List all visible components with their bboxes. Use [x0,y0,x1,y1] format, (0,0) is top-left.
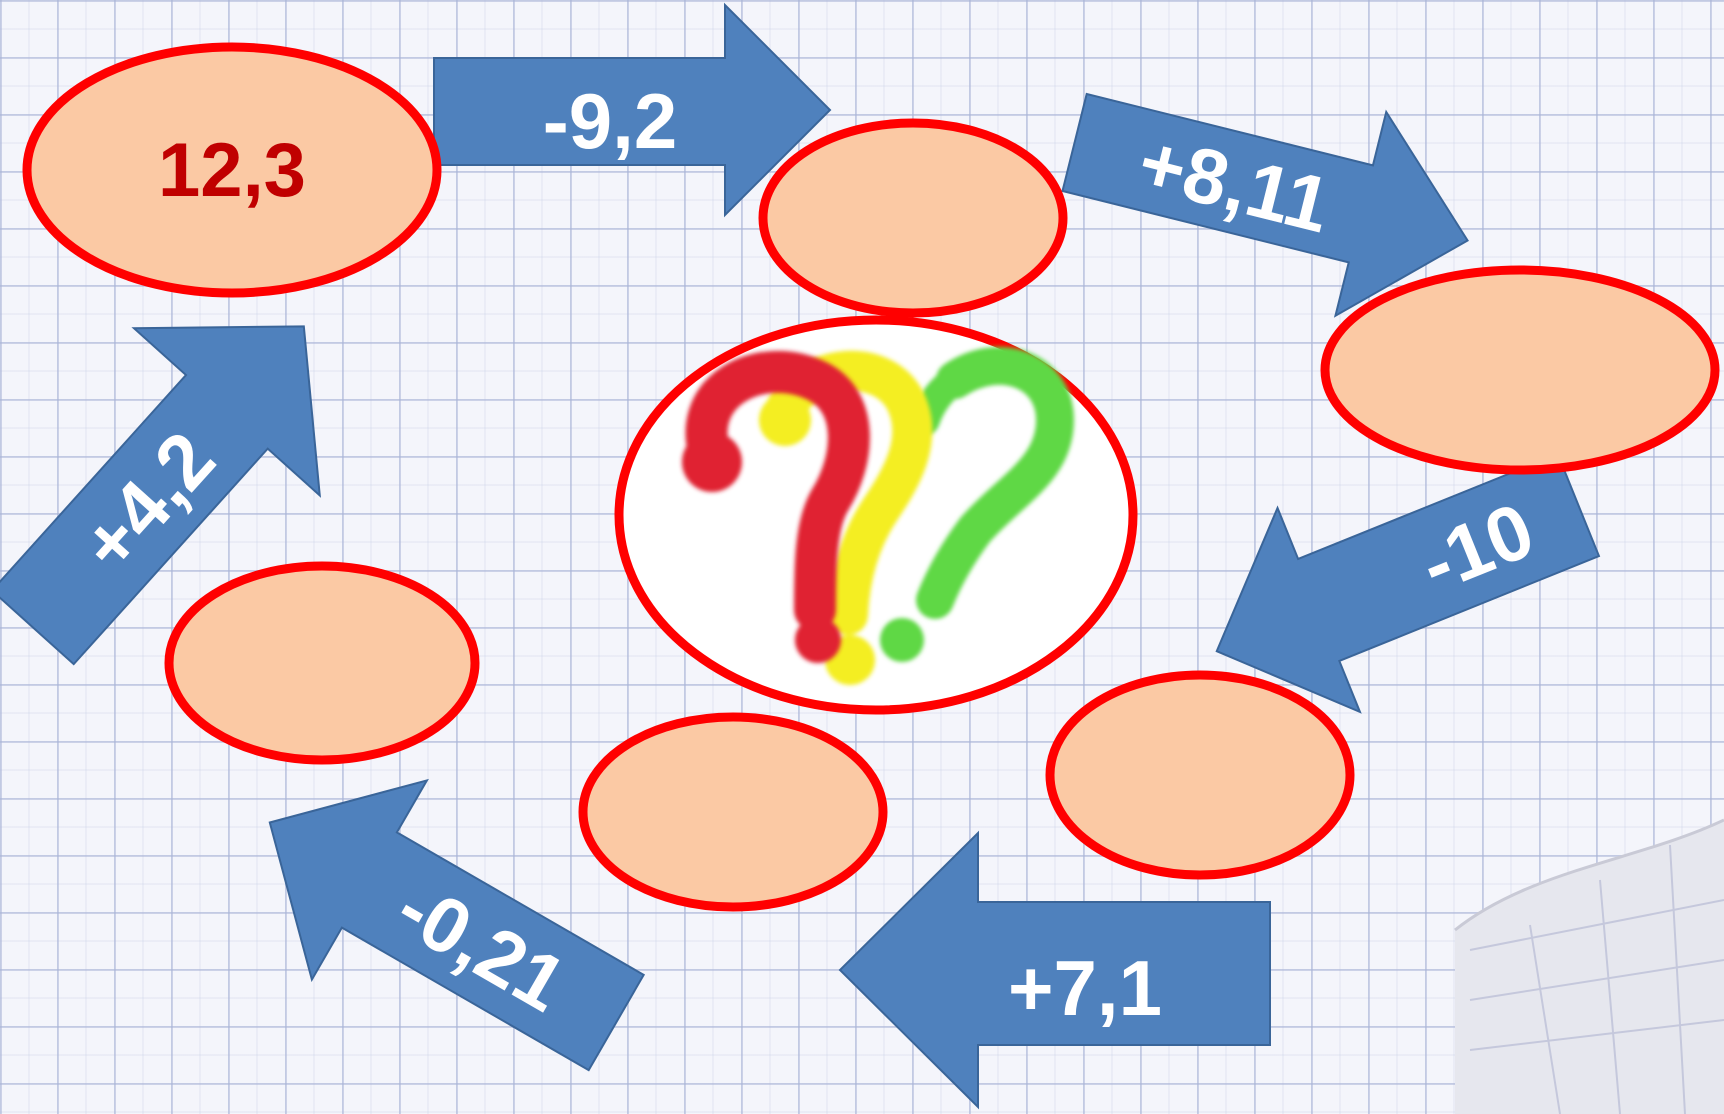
op-4-label: +7,1 [1008,944,1162,1032]
arrow-op-1: -9,2 [433,2,832,218]
node-start: 12,3 [22,42,442,298]
node-2 [758,118,1068,318]
node-5 [578,712,888,912]
center-node [614,315,1138,715]
arrow-op-2: +8,11 [1061,92,1469,318]
op-1-label: -9,2 [543,77,677,165]
node-3 [1320,265,1720,475]
arrow-op-4: +7,1 [838,830,1271,1110]
red-question-mark-icon [682,350,870,663]
page-curl-decoration [1454,818,1724,1114]
node-6 [164,561,480,765]
arrow-op-3: -10 [1215,452,1601,714]
question-marks-icon [682,346,1075,685]
node-4 [1045,670,1355,880]
start-value: 12,3 [158,128,306,213]
